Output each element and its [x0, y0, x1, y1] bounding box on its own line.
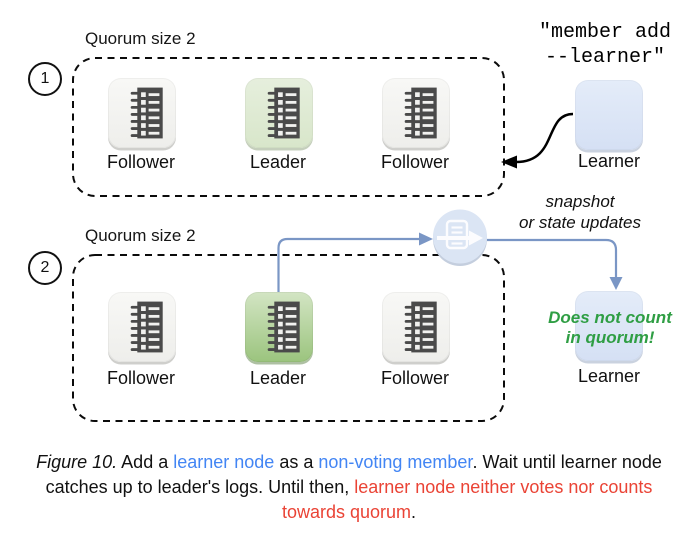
- step-badge-1: 1: [28, 62, 62, 96]
- caption-segment: learner node neither votes nor counts to…: [281, 477, 653, 522]
- node-follower: [108, 78, 176, 148]
- caption-segment: Add a: [117, 452, 174, 472]
- notepad-log-icon: [247, 80, 311, 146]
- command-line-2: --learner": [544, 46, 666, 69]
- notepad-log-icon: [110, 294, 174, 360]
- node-learner: [575, 80, 643, 150]
- node-learner: [575, 291, 643, 361]
- command-text: "member add--learner": [515, 20, 695, 70]
- caption-segment: learner node: [173, 452, 275, 472]
- node-follower: [382, 78, 450, 148]
- node-label: Learner: [577, 151, 641, 171]
- arrow-leader-to-snapshot: [277, 232, 433, 293]
- command-line-1: "member add: [538, 21, 672, 44]
- learner-note-line-2: in quorum!: [565, 328, 655, 347]
- notepad-log-icon: [384, 294, 448, 360]
- node-leader: [245, 292, 313, 362]
- node-label: Learner: [577, 366, 641, 386]
- step-badge-2: 2: [28, 251, 62, 285]
- snapshot-label-line-1: snapshot: [545, 192, 615, 211]
- arrow-snapshot-to-learner: [487, 238, 623, 290]
- notepad-log-icon: [110, 80, 174, 146]
- snapshot-label-line-2: or state updates: [519, 213, 641, 232]
- caption-segment: Figure 10.: [36, 452, 118, 472]
- quorum-label-2: Quorum size 2: [85, 226, 196, 245]
- node-leader: [245, 78, 313, 148]
- cluster-boundary-1: [72, 57, 505, 197]
- notepad-log-icon: [384, 80, 448, 146]
- snapshot-label: snapshot or state updates: [500, 191, 660, 233]
- figure-caption: Figure 10. Add a learner node as a non-v…: [34, 450, 664, 525]
- caption-segment: .: [411, 502, 417, 522]
- arrow-add-learner: [501, 112, 574, 169]
- cluster-boundary-2: [72, 254, 505, 422]
- node-label: Leader: [249, 152, 307, 172]
- node-label: Follower: [106, 368, 176, 388]
- node-label: Follower: [380, 152, 450, 172]
- caption-segment: as a: [274, 452, 319, 472]
- snapshot-transfer-icon: [433, 209, 487, 266]
- node-follower: [108, 292, 176, 362]
- caption-segment: . Wait until learner node catches up to …: [45, 452, 662, 497]
- node-follower: [382, 292, 450, 362]
- node-label: Follower: [106, 152, 176, 172]
- quorum-label-1: Quorum size 2: [85, 29, 196, 48]
- notepad-log-icon: [247, 294, 311, 360]
- node-label: Leader: [249, 368, 307, 388]
- caption-segment: non-voting member: [318, 452, 473, 472]
- node-label: Follower: [380, 368, 450, 388]
- learner-note-line-1: Does not count: [548, 308, 672, 327]
